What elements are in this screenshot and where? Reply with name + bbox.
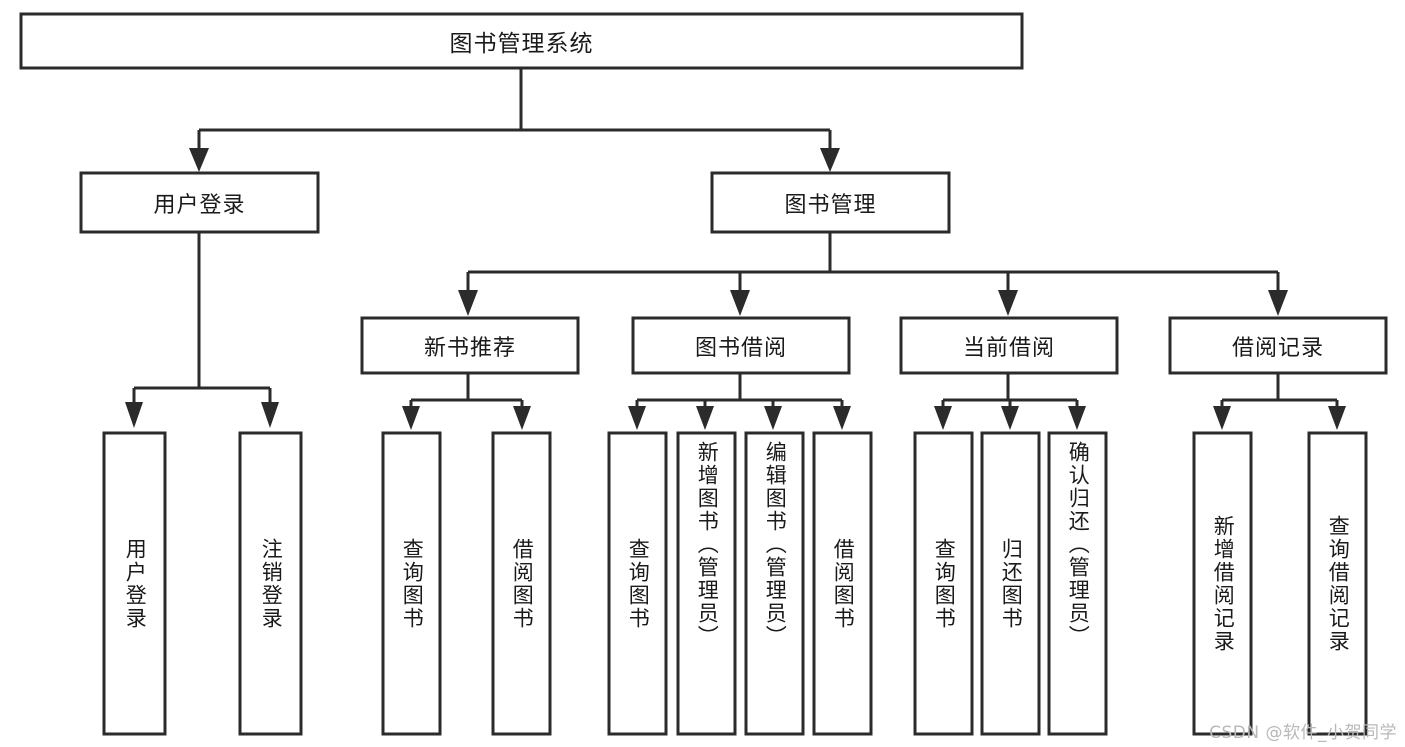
node-leaf-query-book-3[interactable] <box>913 431 974 736</box>
arrowhead-book-borrow <box>730 290 750 316</box>
node-new-book-recommend[interactable] <box>360 316 580 375</box>
arrowhead-borrow-record <box>1268 290 1288 316</box>
arrowhead-leaf-borrow-book-1 <box>513 406 531 430</box>
node-leaf-confirm-return[interactable] <box>1047 431 1108 736</box>
node-leaf-query-book-1[interactable] <box>381 431 442 736</box>
node-leaf-query-book-2[interactable] <box>607 431 668 736</box>
node-leaf-return-book[interactable] <box>980 431 1041 736</box>
node-leaf-borrow-book-2[interactable] <box>812 431 873 736</box>
arrowhead-leaf-query-record <box>1328 406 1346 430</box>
arrowhead-leaf-logout-login <box>261 402 279 428</box>
arrowhead-leaf-add-book <box>696 406 714 430</box>
arrowhead-current-borrow <box>998 290 1018 316</box>
node-root-book-management-system[interactable] <box>19 12 1024 70</box>
node-box-layer <box>19 12 1388 736</box>
node-leaf-user-login[interactable] <box>102 431 167 736</box>
node-leaf-query-record[interactable] <box>1307 431 1368 736</box>
connector-layer <box>125 68 1346 430</box>
arrowhead-book-manage <box>820 148 840 172</box>
arrowhead-leaf-query-book-3 <box>934 406 952 430</box>
node-user-login[interactable] <box>79 171 320 234</box>
arrowhead-leaf-query-book-2 <box>628 406 646 430</box>
node-leaf-add-record[interactable] <box>1192 431 1253 736</box>
node-leaf-add-book[interactable] <box>676 431 737 736</box>
node-leaf-edit-book[interactable] <box>744 431 805 736</box>
arrowhead-leaf-return-book <box>1001 406 1019 430</box>
arrowhead-leaf-borrow-book-2 <box>833 406 851 430</box>
arrowhead-leaf-query-book-1 <box>402 406 420 430</box>
arrowhead-user-login <box>189 148 209 172</box>
arrowhead-leaf-edit-book <box>764 406 782 430</box>
arrowhead-leaf-user-login <box>125 402 143 428</box>
node-current-borrow[interactable] <box>899 316 1119 375</box>
node-borrow-record[interactable] <box>1168 316 1388 375</box>
node-book-borrow[interactable] <box>631 316 851 375</box>
node-leaf-logout-login[interactable] <box>238 431 303 736</box>
arrowhead-leaf-confirm-return <box>1068 406 1086 430</box>
arrowhead-new-book-recommend <box>458 290 478 316</box>
node-leaf-borrow-book-1[interactable] <box>491 431 552 736</box>
arrowhead-leaf-add-record <box>1213 406 1231 430</box>
node-book-manage[interactable] <box>710 171 951 234</box>
